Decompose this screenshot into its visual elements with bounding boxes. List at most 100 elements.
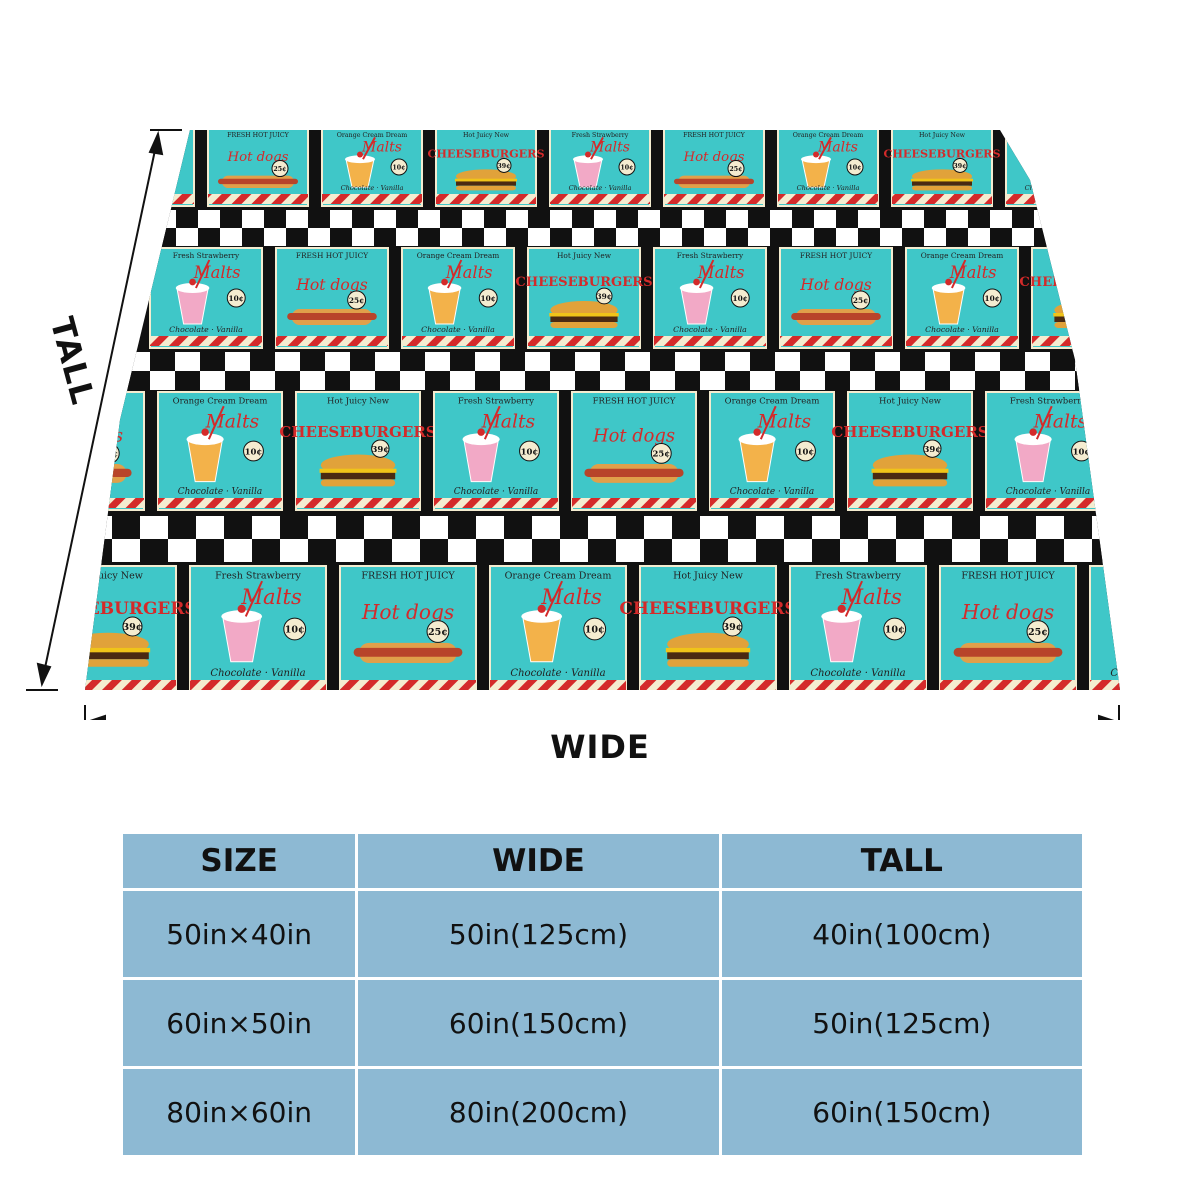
checker-square xyxy=(1188,228,1200,246)
burger-patty xyxy=(912,181,972,186)
panel-top-text: FRESH HOT JUICY xyxy=(361,571,455,582)
checker-square xyxy=(775,352,800,371)
checker-square xyxy=(550,228,572,246)
panel-price: 10¢ xyxy=(229,294,244,303)
checker-square xyxy=(140,539,168,562)
burger-bun-top xyxy=(0,169,60,183)
panel-card xyxy=(571,391,697,511)
checker-square xyxy=(1036,516,1064,539)
malt-straw xyxy=(818,136,832,160)
cell-size: 80in×60in xyxy=(123,1069,356,1155)
checker-square xyxy=(1000,371,1025,390)
checker-square xyxy=(1025,352,1050,371)
panel-top-text: FRESH HOT JUICY xyxy=(227,132,290,139)
price-badge xyxy=(271,160,289,178)
checker-square xyxy=(28,539,56,562)
panel-stripe xyxy=(664,194,764,204)
checker-square xyxy=(550,352,575,371)
checker-square xyxy=(330,210,352,228)
malt-cherry xyxy=(585,151,591,158)
panel-top-text: Fresh Strawberry xyxy=(458,395,534,405)
checker-square xyxy=(88,228,110,246)
panel-title: Malts xyxy=(540,584,602,609)
checker-square xyxy=(25,371,50,390)
price-badge xyxy=(795,440,816,462)
checker-square xyxy=(1050,352,1075,371)
checker-square xyxy=(154,210,176,228)
checker-square xyxy=(990,228,1012,246)
checker-square xyxy=(112,516,140,539)
price-badge xyxy=(730,288,750,308)
panel-top-text: Orange Cream Dream xyxy=(793,132,864,139)
burger-patty xyxy=(1054,316,1120,322)
checker-square xyxy=(392,516,420,539)
price-badge xyxy=(478,288,498,308)
burger-patty xyxy=(85,651,149,660)
checker-square xyxy=(308,228,330,246)
checker-square xyxy=(1100,210,1120,228)
burger-cheese xyxy=(665,647,751,653)
hotdog-sausage xyxy=(674,178,754,185)
panel-top-text: FRESH HOT JUICY xyxy=(296,251,368,260)
panel-price: 10¢ xyxy=(245,446,263,456)
checker-square xyxy=(1092,516,1120,539)
panel-stripe xyxy=(296,498,420,508)
burger-cheese xyxy=(871,468,949,473)
panel-card xyxy=(1124,392,1200,510)
checker-square xyxy=(462,210,484,228)
panel-bottom-text: Chocolate · Vanilla xyxy=(730,487,814,497)
checker-square xyxy=(812,516,840,539)
checker-square xyxy=(150,371,175,390)
checker-square xyxy=(825,371,850,390)
checker-square xyxy=(836,210,858,228)
checker-square xyxy=(672,539,700,562)
checker-square xyxy=(1025,371,1050,390)
panel-stripe xyxy=(0,680,26,690)
checker-square xyxy=(425,371,450,390)
checker-square xyxy=(638,228,660,246)
checker-square xyxy=(350,371,375,390)
price-badge xyxy=(283,617,307,641)
checker-square xyxy=(650,371,675,390)
checker-square xyxy=(814,210,836,228)
panel-stripe xyxy=(0,194,80,204)
checker-square xyxy=(925,352,950,371)
malt-straw xyxy=(699,259,715,289)
panel-top-text: Orange Cream Dream xyxy=(417,251,500,260)
panel-stripe xyxy=(986,498,1110,508)
checker-square xyxy=(880,210,902,228)
price-badge xyxy=(851,290,871,310)
panel-card xyxy=(639,565,777,690)
panel-card xyxy=(435,130,537,207)
checker-square xyxy=(525,352,550,371)
price-badge xyxy=(583,617,607,641)
panel-price: 25¢ xyxy=(652,449,670,459)
malt-cream xyxy=(1029,155,1059,164)
panel-price: 10¢ xyxy=(1076,164,1089,171)
cell-tall: 50in(125cm) xyxy=(721,980,1082,1066)
panel-card xyxy=(663,130,765,207)
panel-stripe xyxy=(550,194,650,204)
checker-square xyxy=(506,228,528,246)
malt-glass xyxy=(1123,616,1161,661)
panel-title: Hot dogs xyxy=(226,150,288,165)
panel-price: 10¢ xyxy=(885,625,905,636)
checker-square xyxy=(770,210,792,228)
panel-top-text: Fresh Strawberry xyxy=(815,571,901,582)
checker-square xyxy=(600,352,625,371)
checker-square xyxy=(418,228,440,246)
burger-cheese xyxy=(549,313,619,317)
panel-card xyxy=(295,391,421,511)
cell-wide: 50in(125cm) xyxy=(358,891,719,977)
panel-bottom-text: Chocolate · Vanilla xyxy=(341,184,404,192)
